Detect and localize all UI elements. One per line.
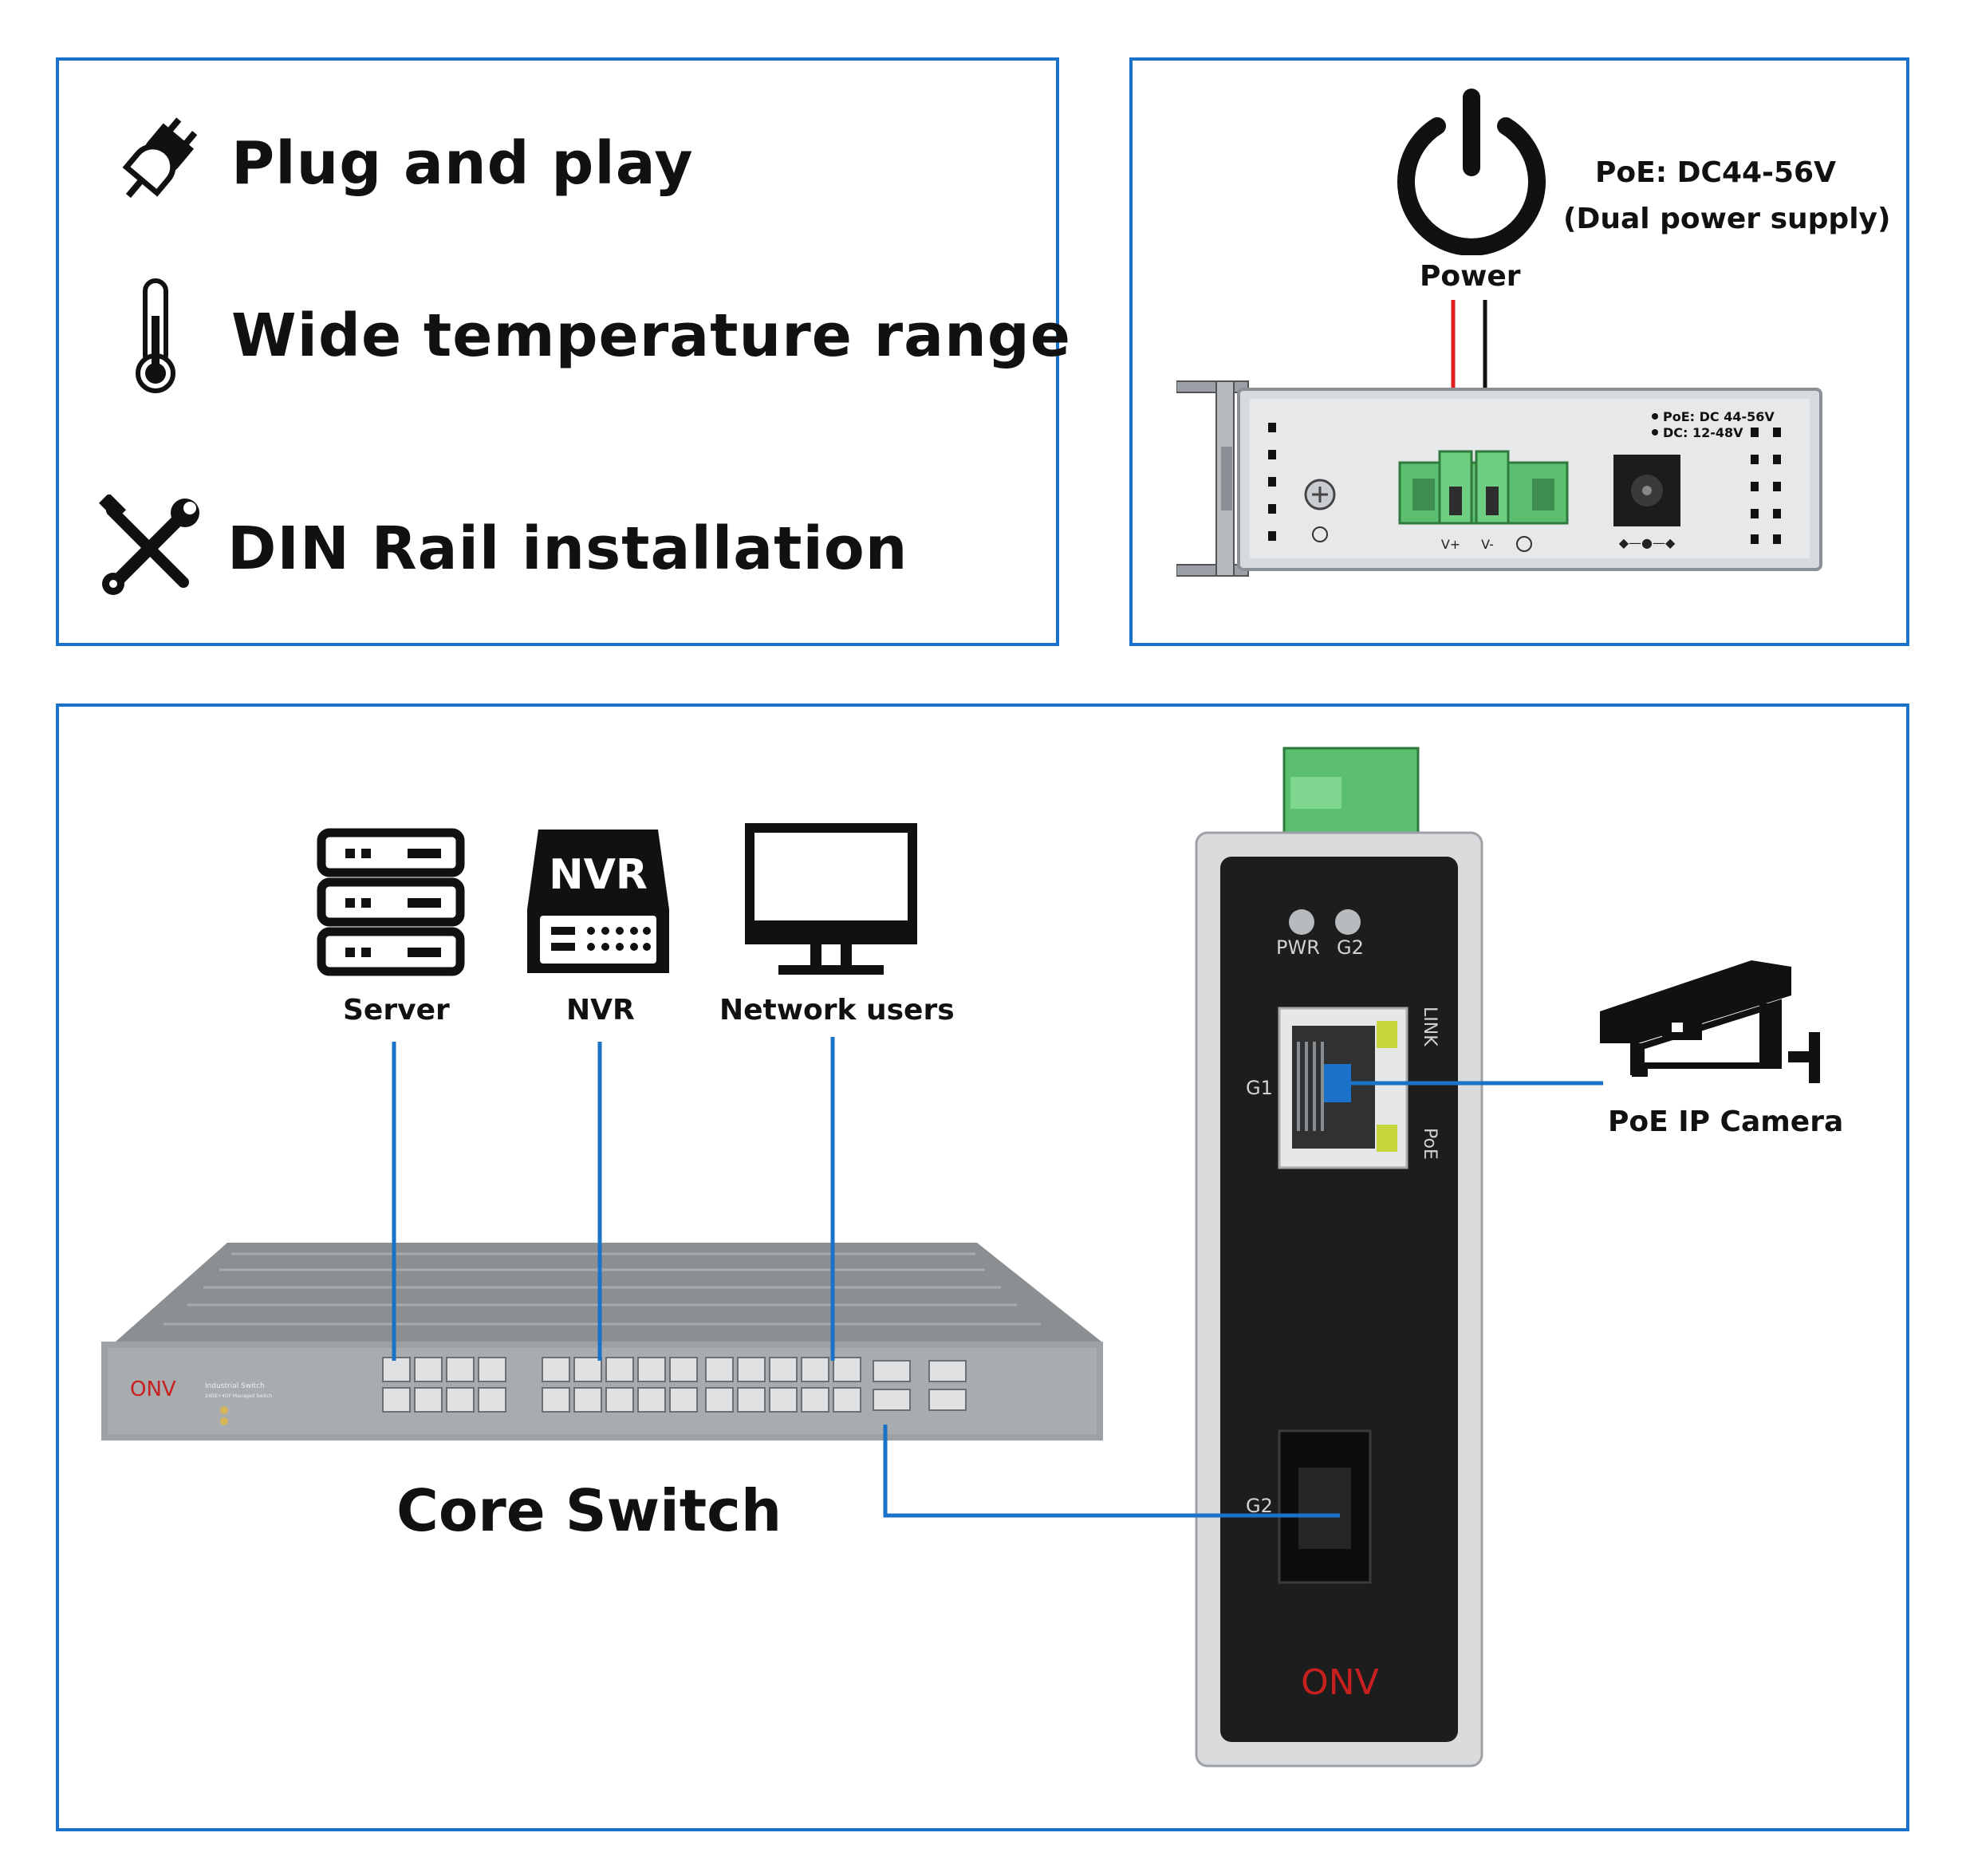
sfp-port (928, 1389, 967, 1411)
plug-icon (122, 117, 198, 199)
feature-plug-and-play: Plug and play (104, 112, 694, 215)
core-switch-brand: ONV (130, 1377, 176, 1401)
core-switch: ONV Industrial Switch 24GE+4GF Managed S… (101, 1243, 1103, 1440)
feature-label: DIN Rail installation (227, 514, 908, 583)
power-icon (1397, 89, 1546, 255)
port (542, 1387, 570, 1413)
core-switch-label: Core Switch (396, 1477, 782, 1544)
port (605, 1357, 634, 1382)
feature-label: Wide temperature range (231, 302, 1071, 370)
panel-poe-spec: PoE: DC 44-56V (1663, 409, 1775, 424)
feature-label: Plug and play (231, 129, 694, 198)
port (414, 1387, 443, 1413)
port (833, 1387, 861, 1413)
server-label: Server (343, 994, 450, 1027)
feature-wide-temperature: Wide temperature range (104, 276, 1071, 396)
port (446, 1387, 475, 1413)
port (737, 1357, 766, 1382)
power-label: Power (1420, 260, 1521, 293)
poe-label: PoE (1420, 1128, 1440, 1160)
poe-note-label: (Dual power supply) (1563, 203, 1891, 235)
port (801, 1387, 829, 1413)
terminal-vplus-label: V+ (1441, 537, 1460, 552)
features-panel (56, 57, 1059, 646)
terminal-vminus-label: V- (1481, 537, 1494, 552)
port (605, 1387, 634, 1413)
core-switch-model-sub: 24GE+4GF Managed Switch (205, 1393, 273, 1399)
port (382, 1387, 411, 1413)
port (637, 1387, 666, 1413)
g2-port-label: G2 (1246, 1495, 1273, 1517)
tools-icon (99, 495, 199, 595)
sfp-port (928, 1360, 967, 1382)
feature-din-rail: DIN Rail installation (96, 495, 908, 602)
port (669, 1387, 698, 1413)
core-switch-model: Industrial Switch (205, 1382, 265, 1390)
poe-spec-label: PoE: DC44-56V (1595, 156, 1836, 189)
pwr-led-label: PWR (1276, 936, 1320, 959)
nvr-label: NVR (566, 994, 635, 1027)
port (446, 1357, 475, 1382)
network-users-label: Network users (719, 994, 955, 1027)
port (542, 1357, 570, 1382)
port (769, 1357, 798, 1382)
g1-port-label: G1 (1246, 1077, 1273, 1099)
device-side-panel: ◆—●—◆ V+ V- PoE: DC 44-56V DC: 12-48V (1176, 375, 1826, 582)
port (573, 1387, 602, 1413)
port (382, 1357, 411, 1382)
port (669, 1357, 698, 1382)
camera-icon (1600, 960, 1820, 1083)
port (833, 1357, 861, 1382)
port (705, 1357, 734, 1382)
port (478, 1357, 506, 1382)
server-icon (317, 828, 465, 976)
link-label: LINK (1420, 1007, 1440, 1046)
port (637, 1357, 666, 1382)
g2-led-label: G2 (1337, 936, 1364, 959)
sfp-port (873, 1360, 911, 1382)
thermometer-icon (136, 278, 175, 393)
port (737, 1387, 766, 1413)
camera-label: PoE IP Camera (1608, 1106, 1844, 1138)
nvr-icon-text: NVR (549, 851, 648, 899)
svg-text:◆—●—◆: ◆—●—◆ (1619, 535, 1676, 550)
port (414, 1357, 443, 1382)
port (801, 1357, 829, 1382)
port (573, 1357, 602, 1382)
nvr-icon: NVR (527, 830, 669, 973)
port (705, 1387, 734, 1413)
port (478, 1387, 506, 1413)
industrial-switch-front: PWR G2 G1 LINK PoE G2 ONV (1195, 747, 1483, 1768)
port (769, 1387, 798, 1413)
monitor-icon (745, 823, 917, 975)
device-brand: ONV (1301, 1662, 1379, 1703)
panel-dc-spec: DC: 12-48V (1663, 425, 1743, 440)
sfp-port (873, 1389, 911, 1411)
